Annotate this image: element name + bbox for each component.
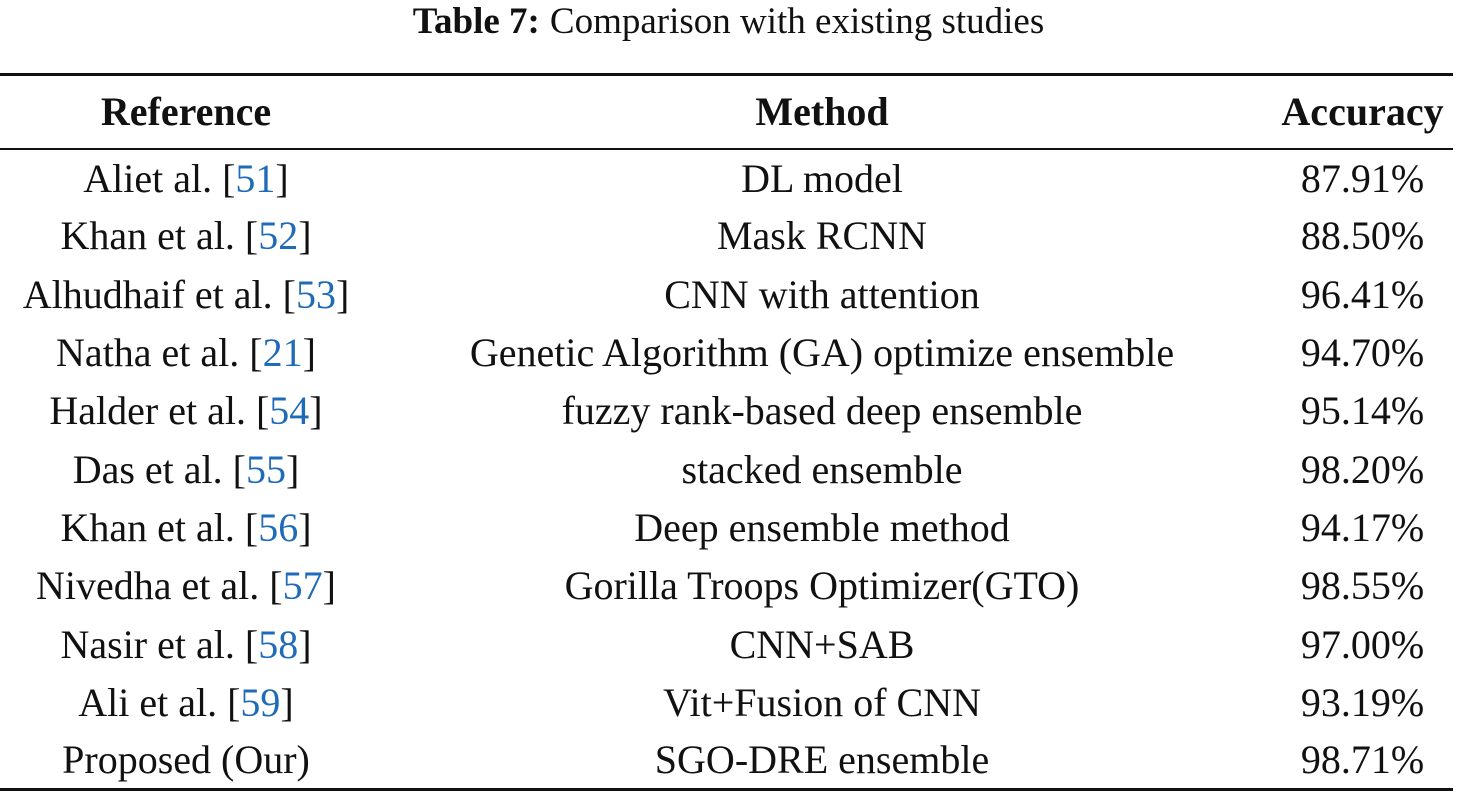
- reference-cell: Natha et al. [21]: [56, 330, 316, 376]
- citation-link[interactable]: 58: [258, 621, 299, 667]
- reference-cell: Alhudhaif et al. [53]: [22, 271, 350, 317]
- reference-cell: Nasir et al. [58]: [60, 621, 312, 667]
- table-row: Natha et al. [21] Genetic Algorithm (GA) …: [0, 323, 1453, 381]
- citation-link[interactable]: 57: [282, 563, 323, 609]
- accuracy-cell: 98.55%: [1300, 563, 1425, 609]
- accuracy-cell: 98.20%: [1300, 446, 1425, 492]
- reference-cell: Khan et al. [56]: [60, 504, 312, 550]
- reference-cell: Khan et al. [52]: [60, 213, 312, 259]
- citation-link[interactable]: 52: [258, 213, 299, 259]
- method-cell: CNN+SAB: [729, 621, 915, 667]
- method-cell: Genetic Algorithm (GA) optimize ensemble: [469, 330, 1175, 376]
- citation-link[interactable]: 55: [245, 446, 286, 492]
- citation-link[interactable]: 59: [240, 679, 281, 725]
- table-caption-label: Table 7:: [412, 1, 540, 42]
- accuracy-cell: 94.70%: [1300, 330, 1425, 376]
- citation-link[interactable]: 56: [258, 504, 299, 550]
- method-cell: stacked ensemble: [681, 446, 963, 492]
- accuracy-cell: 88.50%: [1300, 213, 1425, 259]
- table-row: Halder et al. [54] fuzzy rank-based deep …: [0, 382, 1453, 440]
- table-row: Alhudhaif et al. [53] CNN with attention 9…: [0, 265, 1453, 323]
- accuracy-cell: 97.00%: [1300, 621, 1425, 667]
- method-cell: CNN with attention: [664, 271, 980, 317]
- reference-cell: Ali et al. [59]: [78, 679, 294, 725]
- table-row: Nasir et al. [58] CNN+SAB 97.00%: [0, 615, 1453, 673]
- reference-cell: Nivedha et al. [57]: [36, 563, 336, 609]
- header-row: Reference Method Accuracy: [0, 73, 1453, 150]
- accuracy-cell: 87.91%: [1300, 155, 1425, 201]
- reference-author: Aliet al.: [83, 155, 213, 201]
- table-caption: Table 7:Comparison with existing studies: [0, 0, 1457, 44]
- reference-author: Ali et al.: [78, 679, 218, 725]
- method-cell: DL model: [741, 155, 903, 201]
- table-row: Nivedha et al. [57] Gorilla Troops Optimi…: [0, 557, 1453, 615]
- method-cell: Vit+Fusion of CNN: [663, 679, 981, 725]
- reference-author: Khan et al.: [60, 213, 235, 259]
- reference-author: Alhudhaif et al.: [22, 271, 273, 317]
- reference-author: Das et al.: [72, 446, 223, 492]
- table-row: Khan et al. [56] Deep ensemble method 94.1…: [0, 498, 1453, 556]
- reference-author: Natha et al.: [56, 330, 240, 376]
- reference-author: Nasir et al.: [60, 621, 235, 667]
- method-cell: Gorilla Troops Optimizer(GTO): [564, 563, 1080, 609]
- accuracy-cell: 93.19%: [1300, 679, 1425, 725]
- reference-author: Halder et al.: [49, 388, 246, 434]
- table-row: Khan et al. [52] Mask RCNN 88.50%: [0, 207, 1453, 265]
- reference-cell: Proposed (Our): [0, 731, 372, 792]
- accuracy-cell: 96.41%: [1300, 271, 1425, 317]
- accuracy-cell: 98.71%: [1272, 731, 1453, 792]
- table-row: Ali et al. [59] Vit+Fusion of CNN 93.19%: [0, 673, 1453, 731]
- reference-cell: Das et al. [55]: [72, 446, 300, 492]
- method-cell: Mask RCNN: [716, 213, 928, 259]
- header-method: Method: [372, 73, 1272, 150]
- method-cell: Deep ensemble method: [634, 504, 1010, 550]
- reference-author: Khan et al.: [60, 504, 235, 550]
- header-reference: Reference: [0, 73, 372, 150]
- reference-cell: Halder et al. [54]: [49, 388, 323, 434]
- table-row: Das et al. [55] stacked ensemble 98.20%: [0, 440, 1453, 498]
- table-header: Reference Method Accuracy: [0, 73, 1453, 150]
- reference-author: Nivedha et al.: [36, 563, 260, 609]
- citation-link[interactable]: 51: [235, 155, 276, 201]
- citation-link[interactable]: 53: [295, 271, 336, 317]
- method-cell: SGO-DRE ensemble: [372, 731, 1272, 792]
- citation-link[interactable]: 21: [262, 330, 303, 376]
- table-caption-text: Comparison with existing studies: [549, 1, 1045, 42]
- table-body: Aliet al. [51] DL model 87.91% Khan et al. …: [0, 149, 1453, 792]
- table-row: Aliet al. [51] DL model 87.91%: [0, 149, 1453, 207]
- comparison-table: Reference Method Accuracy Aliet al. [51]…: [0, 73, 1453, 792]
- accuracy-cell: 95.14%: [1300, 388, 1425, 434]
- reference-author: Proposed (Our): [62, 737, 310, 783]
- citation-link[interactable]: 54: [269, 388, 310, 434]
- accuracy-cell: 94.17%: [1300, 504, 1425, 550]
- method-cell: fuzzy rank-based deep ensemble: [561, 388, 1083, 434]
- reference-cell: Aliet al. [51]: [83, 155, 289, 201]
- header-accuracy: Accuracy: [1272, 73, 1453, 150]
